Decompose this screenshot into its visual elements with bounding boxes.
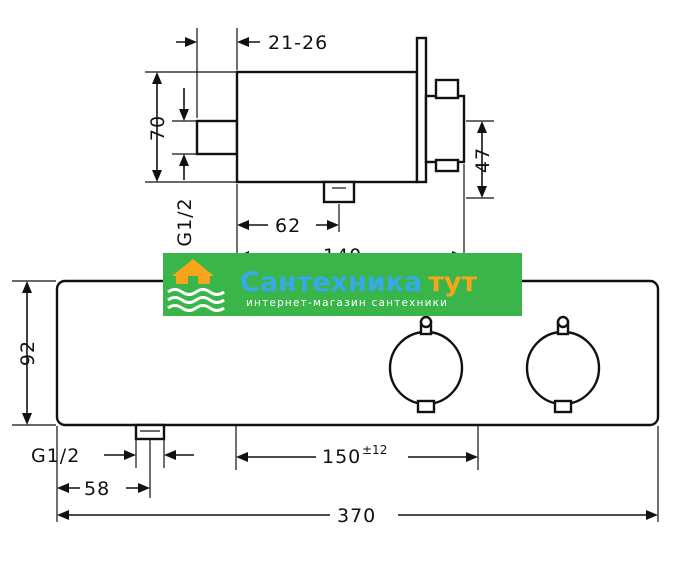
front-view bbox=[55, 279, 660, 441]
dim-58: 58 bbox=[56, 426, 151, 522]
watermark-logo-icon bbox=[167, 259, 225, 312]
label-62: 62 bbox=[275, 215, 301, 237]
side-body bbox=[235, 70, 419, 184]
watermark-background bbox=[163, 253, 522, 316]
dim-92: 92 bbox=[12, 280, 56, 426]
dim-21-26: 21-26 bbox=[176, 28, 328, 118]
side-view bbox=[195, 36, 466, 204]
side-knob-top bbox=[434, 78, 460, 100]
dim-g12-top: G1/2 bbox=[172, 88, 196, 247]
label-21-26: 21-26 bbox=[268, 32, 328, 54]
label-58: 58 bbox=[84, 478, 110, 500]
label-150: 150 bbox=[322, 446, 361, 468]
dim-47: 47 bbox=[466, 120, 494, 199]
label-70: 70 bbox=[147, 115, 169, 141]
inlet-pipe bbox=[195, 119, 239, 156]
label-150-tolerance: ±12 bbox=[362, 443, 387, 457]
watermark-subtitle: интернет-магазин сантехники bbox=[246, 297, 448, 309]
label-g12-top: G1/2 bbox=[174, 197, 196, 246]
wall-plate bbox=[415, 36, 428, 184]
label-370: 370 bbox=[337, 505, 376, 527]
side-knob-bottom bbox=[434, 158, 460, 173]
label-92: 92 bbox=[17, 340, 39, 366]
watermark-title-accent: тут bbox=[428, 267, 477, 298]
side-knob bbox=[424, 94, 466, 164]
front-outlet bbox=[134, 423, 166, 441]
dim-g12-bottom: G1/2 bbox=[31, 440, 194, 468]
label-g12-bottom: G1/2 bbox=[31, 445, 80, 467]
dim-70: 70 bbox=[145, 71, 236, 183]
knob-right bbox=[525, 315, 601, 414]
outlet-stub bbox=[322, 180, 356, 204]
dim-370: 370 bbox=[57, 426, 659, 527]
watermark-title-main: Сантехника bbox=[240, 267, 422, 298]
knob-left bbox=[388, 315, 464, 414]
dim-150: 150 ±12 bbox=[235, 426, 479, 470]
dim-62: 62 bbox=[236, 184, 340, 262]
label-47: 47 bbox=[472, 147, 494, 173]
